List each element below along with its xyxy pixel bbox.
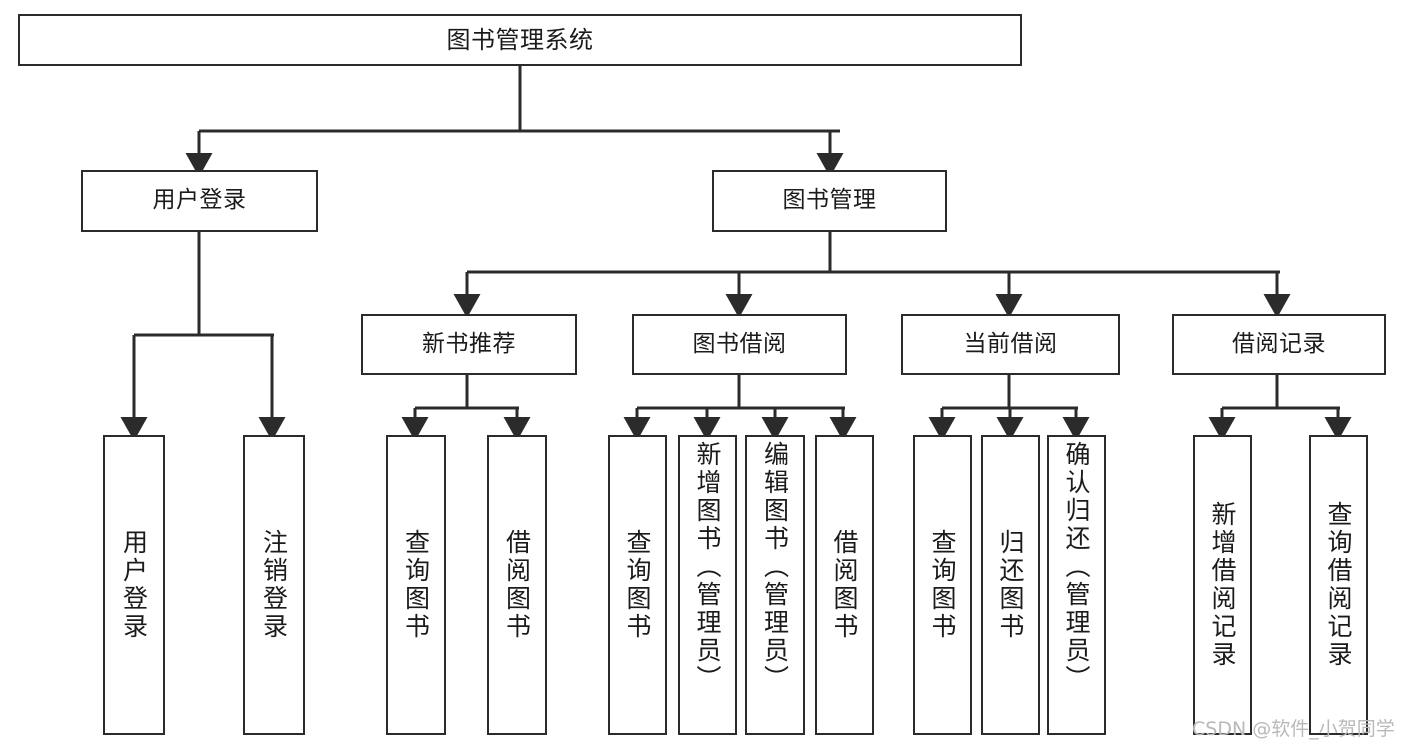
node-leaf-query-borrow-record-label: 查询借阅记录: [1324, 501, 1353, 669]
node-leaf-edit-book-admin-label: 编辑图书（管理员）: [760, 441, 790, 693]
node-leaf-add-borrow-record-label: 新增借阅记录: [1208, 501, 1237, 669]
node-borrow-record-label: 借阅记录: [1232, 330, 1326, 357]
node-borrow-record[interactable]: 借阅记录: [1172, 314, 1386, 375]
node-leaf-add-borrow-record[interactable]: 新增借阅记录: [1193, 435, 1252, 735]
node-book-management-label: 图书管理: [782, 187, 877, 214]
node-leaf-confirm-return-admin-label: 确认归还（管理员）: [1062, 441, 1091, 693]
node-leaf-query-book-newbook-label: 查询图书: [401, 529, 431, 641]
node-leaf-confirm-return-admin[interactable]: 确认归还（管理员）: [1047, 435, 1106, 735]
node-current-borrow[interactable]: 当前借阅: [901, 314, 1120, 375]
node-leaf-query-book-borrow[interactable]: 查询图书: [608, 435, 667, 735]
node-leaf-user-login[interactable]: 用户登录: [103, 435, 165, 735]
node-user-login[interactable]: 用户登录: [81, 170, 318, 232]
node-new-book-recommend[interactable]: 新书推荐: [361, 314, 577, 375]
node-leaf-borrow-book-label: 借阅图书: [830, 529, 859, 641]
node-leaf-user-login-label: 用户登录: [119, 529, 149, 641]
node-root-system[interactable]: 图书管理系统: [18, 14, 1022, 66]
node-leaf-query-book-newbook[interactable]: 查询图书: [386, 435, 446, 735]
node-book-borrow[interactable]: 图书借阅: [632, 314, 847, 375]
node-leaf-add-book-admin-label: 新增图书（管理员）: [693, 441, 722, 693]
node-leaf-return-book-label: 归还图书: [996, 529, 1025, 641]
node-user-login-label: 用户登录: [152, 187, 247, 214]
node-leaf-borrow-book-newbook[interactable]: 借阅图书: [487, 435, 547, 735]
node-leaf-logout[interactable]: 注销登录: [243, 435, 305, 735]
node-leaf-query-borrow-record[interactable]: 查询借阅记录: [1309, 435, 1368, 735]
node-leaf-query-book-current[interactable]: 查询图书: [913, 435, 972, 735]
node-current-borrow-label: 当前借阅: [963, 330, 1058, 357]
node-root-system-label: 图书管理系统: [446, 25, 594, 54]
node-book-borrow-label: 图书借阅: [692, 330, 787, 357]
node-book-management[interactable]: 图书管理: [712, 170, 947, 232]
node-leaf-query-book-current-label: 查询图书: [928, 529, 957, 641]
node-leaf-borrow-book-newbook-label: 借阅图书: [502, 529, 532, 641]
node-leaf-edit-book-admin[interactable]: 编辑图书（管理员）: [745, 435, 805, 735]
node-leaf-add-book-admin[interactable]: 新增图书（管理员）: [678, 435, 737, 735]
node-leaf-borrow-book[interactable]: 借阅图书: [815, 435, 874, 735]
node-leaf-logout-label: 注销登录: [259, 529, 289, 641]
csdn-watermark: CSDN @软件_小贺同学: [1192, 718, 1395, 740]
node-new-book-recommend-label: 新书推荐: [422, 330, 516, 357]
node-leaf-query-book-borrow-label: 查询图书: [623, 529, 652, 641]
node-leaf-return-book[interactable]: 归还图书: [981, 435, 1040, 735]
